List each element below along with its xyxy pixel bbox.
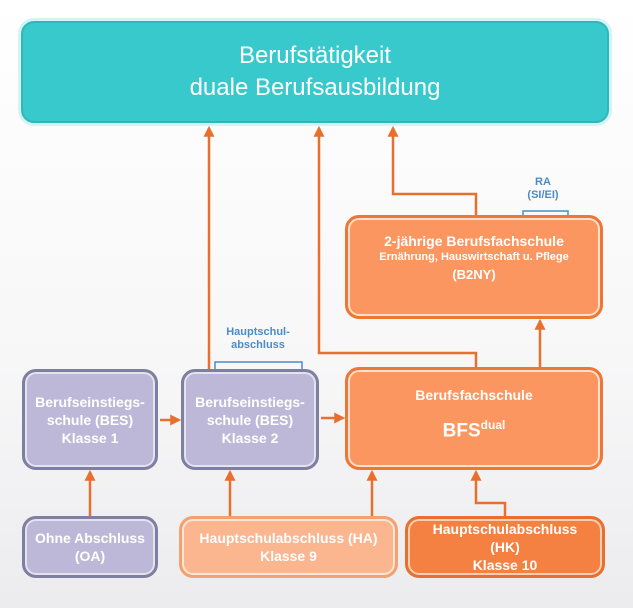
box-hauptschulabschluss-ha: Hauptschulabschluss (HA) Klasse 9 — [179, 516, 398, 578]
b2ny-subtitle: Ernährung, Hauswirtschaft u. Pflege — [379, 251, 569, 263]
target-line2: duale Berufsausbildung — [189, 74, 441, 101]
box-hauptschulabschluss-hk: Hauptschulabschluss (HK) Klasse 10 — [405, 516, 605, 578]
annotation-hs-line2: abschluss — [231, 339, 285, 351]
bes2-line2: schule (BES) — [206, 411, 294, 428]
target-box-berufstaetigkeit: Berufstätigkeit duale Berufsausbildung — [18, 18, 612, 126]
box-bes-klasse-1: Berufseinstiegs- schule (BES) Klasse 1 — [22, 369, 158, 470]
hk-line1: Hauptschulabschluss — [432, 521, 578, 537]
bes1-line3: Klasse 1 — [61, 429, 119, 446]
bfs-name-text: BFS — [442, 420, 481, 442]
box-b2ny: 2-jährige Berufsfachschule Ernährung, Ha… — [345, 215, 603, 319]
arrow-b2ny-to-top — [387, 125, 478, 215]
arrow-hk-to-bfs — [470, 469, 507, 516]
ha-line2: Klasse 9 — [260, 548, 317, 564]
oa-line2: (OA) — [74, 548, 106, 564]
annotation-ra-line2: (SI/EI) — [527, 189, 559, 201]
arrow-bfs-to-top — [313, 125, 478, 367]
bfs-name-sup: dual — [480, 418, 506, 432]
bracket-hauptschulabschluss — [214, 361, 303, 369]
hk-line3: Klasse 10 — [472, 557, 538, 573]
bes2-line1: Berufseinstiegs- — [195, 393, 305, 410]
box-bes-klasse-2: Berufseinstiegs- schule (BES) Klasse 2 — [181, 369, 319, 470]
b2ny-code: (B2NY) — [452, 267, 496, 282]
bracket-ra — [522, 210, 569, 215]
annotation-ra-line1: RA — [535, 176, 551, 188]
box-bfs-dual: Berufsfachschule BFSdual — [345, 367, 603, 470]
bes2-line3: Klasse 2 — [221, 429, 279, 446]
target-line1: Berufstätigkeit — [238, 42, 392, 69]
bes1-line1: Berufseinstiegs- — [35, 393, 145, 410]
box-ohne-abschluss: Ohne Abschluss (OA) — [22, 516, 158, 578]
hk-line2: (HK) — [490, 539, 520, 555]
b2ny-title: 2-jährige Berufsfachschule — [384, 233, 564, 249]
annotation-hs-line1: Hauptschul- — [226, 326, 290, 338]
bfs-title: Berufsfachschule — [415, 387, 533, 403]
bes1-line2: schule (BES) — [46, 411, 134, 428]
oa-line1: Ohne Abschluss — [35, 530, 145, 546]
ha-line1: Hauptschulabschluss (HA) — [199, 530, 378, 546]
annotation-hauptschulabschluss: Hauptschul- abschluss — [214, 326, 302, 352]
bfs-name: BFSdual — [443, 418, 506, 442]
annotation-ra: RA (SI/EI) — [510, 176, 576, 202]
